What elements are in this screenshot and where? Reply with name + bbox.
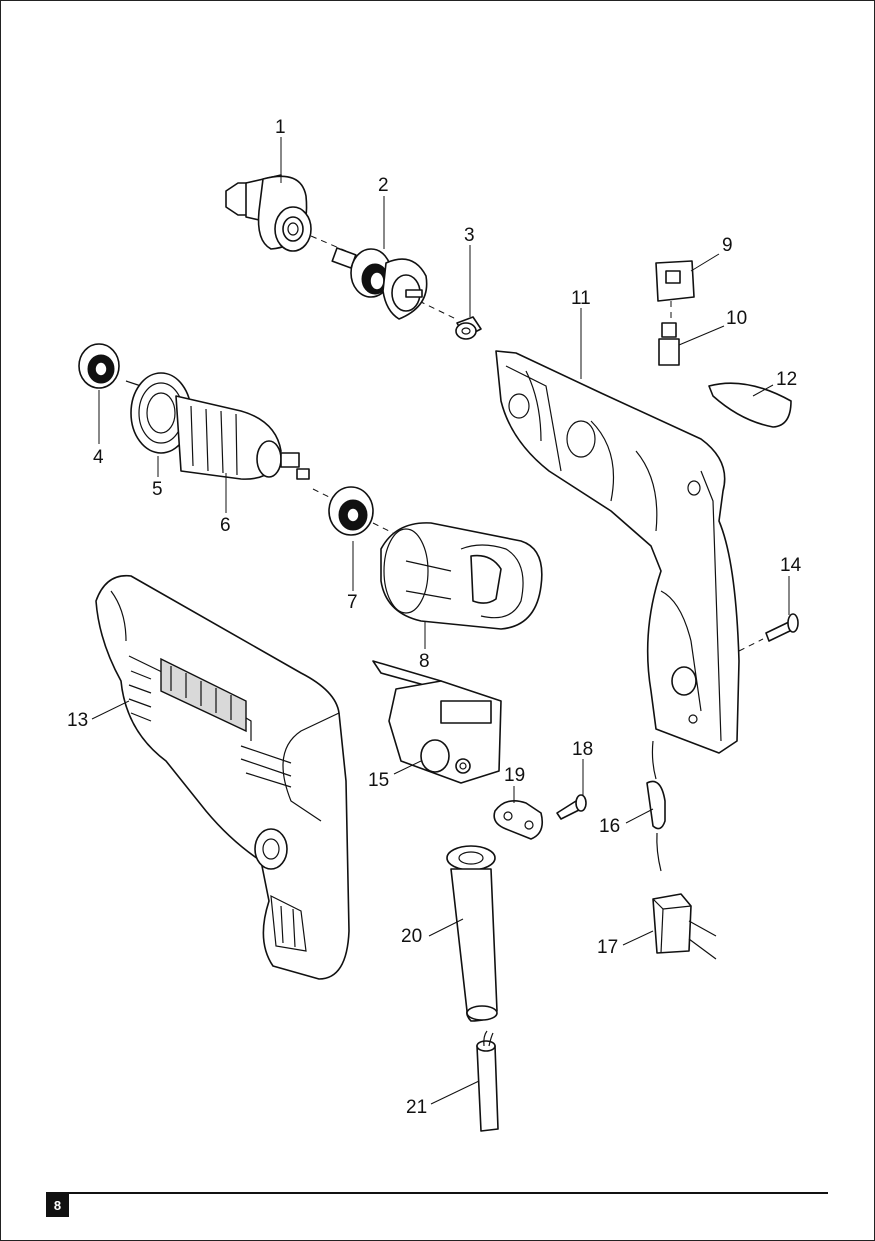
part-15-switch bbox=[372, 660, 502, 784]
part-20-cord-guard bbox=[446, 845, 498, 1022]
part-18-screw bbox=[556, 794, 587, 820]
part-10-carbon-brush bbox=[658, 322, 680, 366]
callout-7: 7 bbox=[347, 592, 358, 613]
callout-11: 11 bbox=[571, 288, 591, 309]
callout-12: 12 bbox=[776, 369, 797, 390]
part-3-spacer bbox=[455, 316, 482, 340]
callout-4: 4 bbox=[93, 447, 104, 468]
callout-20: 20 bbox=[401, 926, 422, 947]
part-8-stator bbox=[380, 522, 543, 630]
callout-15: 15 bbox=[368, 770, 389, 791]
part-2-gear-shaft bbox=[331, 247, 457, 320]
part-9-brush-holder bbox=[655, 260, 695, 319]
callout-2: 2 bbox=[378, 175, 389, 196]
part-12-cover bbox=[708, 382, 792, 428]
callout-19: 19 bbox=[504, 765, 525, 786]
callout-8: 8 bbox=[419, 651, 430, 672]
part-14-screw bbox=[738, 613, 799, 652]
part-19-cable-clamp bbox=[493, 800, 544, 840]
callout-21: 21 bbox=[406, 1097, 427, 1118]
callout-5: 5 bbox=[152, 479, 163, 500]
callout-17: 17 bbox=[597, 937, 618, 958]
part-17-capacitor bbox=[652, 893, 717, 960]
callout-10: 10 bbox=[726, 308, 747, 329]
callout-3: 3 bbox=[464, 225, 475, 246]
callout-13: 13 bbox=[67, 710, 88, 731]
part-11-housing-half bbox=[495, 350, 740, 754]
callout-6: 6 bbox=[220, 515, 231, 536]
callout-18: 18 bbox=[572, 739, 593, 760]
part-21-power-cord bbox=[476, 1030, 499, 1132]
callout-9: 9 bbox=[722, 235, 733, 256]
part-7-bearing bbox=[328, 486, 394, 536]
callout-16: 16 bbox=[599, 816, 620, 837]
callout-1: 1 bbox=[275, 117, 286, 138]
part-16-cord-suppressor bbox=[646, 740, 666, 872]
part-4-bearing bbox=[78, 343, 120, 389]
part-13-housing-assembled bbox=[95, 574, 350, 980]
leader-lines bbox=[91, 137, 790, 1105]
page-number: 8 bbox=[46, 1194, 69, 1217]
part-1-chuck bbox=[225, 174, 347, 252]
callout-14: 14 bbox=[780, 555, 802, 576]
part-5-6-armature bbox=[125, 372, 332, 499]
callout-numbers: 1 2 3 4 5 6 7 8 9 10 11 12 13 14 15 16 1… bbox=[67, 117, 802, 1118]
footer-rule bbox=[46, 1192, 828, 1194]
